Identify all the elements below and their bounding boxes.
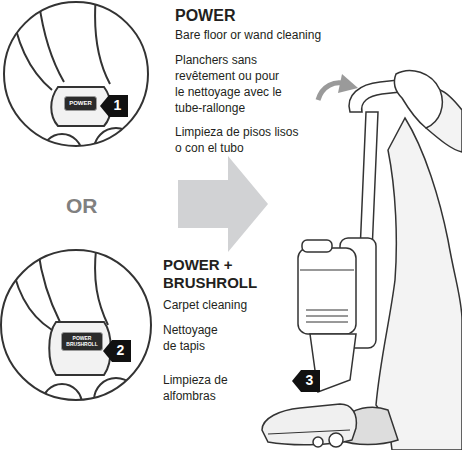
callout-number: 3 xyxy=(306,373,314,388)
hand xyxy=(394,71,442,128)
callout-number: 1 xyxy=(100,95,128,117)
vent xyxy=(306,310,348,311)
mode-heading: POWER + BRUSHROLL xyxy=(163,256,273,292)
french-description: Nettoyage de tapis xyxy=(163,322,229,354)
wheel xyxy=(329,433,343,447)
mode-description: Carpet cleaning xyxy=(163,297,293,313)
callout-tag-shape xyxy=(292,370,320,392)
vent xyxy=(306,316,348,317)
body-line xyxy=(10,250,52,330)
wand xyxy=(360,112,378,252)
handle xyxy=(349,80,400,112)
body-line xyxy=(10,0,52,90)
zoom-circle xyxy=(4,2,148,146)
wheel xyxy=(94,378,138,422)
or-separator: OR xyxy=(66,194,126,218)
spanish-description: Limpieza de pisos lisos o con el tubo xyxy=(175,124,303,156)
tilt-arrow-head xyxy=(338,74,358,93)
mode-description: Bare floor or wand cleaning xyxy=(175,27,375,43)
zoom-ground xyxy=(1,250,151,400)
body-line xyxy=(38,0,64,82)
zoom-detail xyxy=(4,0,148,174)
direction-arrow xyxy=(178,156,268,252)
dust-cup xyxy=(298,248,356,334)
callout-number: 2 xyxy=(103,340,131,362)
zoom-circle xyxy=(1,250,151,400)
zoom-detail xyxy=(1,250,151,424)
cup-handle xyxy=(302,240,332,252)
button-housing xyxy=(49,322,111,375)
callout-tag-shape xyxy=(100,95,128,117)
mode-heading: POWER xyxy=(175,6,315,25)
zoom-ground xyxy=(4,2,148,146)
wheel xyxy=(42,384,82,424)
vent xyxy=(306,322,348,323)
spanish-description: Limpieza de alfombras xyxy=(163,372,253,404)
callout-number: 1 xyxy=(114,98,122,113)
button-label: POWER xyxy=(69,100,92,107)
cup-line xyxy=(300,269,354,270)
french-description: Planchers sans revêtement ou pour le net… xyxy=(175,52,285,116)
body-line xyxy=(95,250,108,325)
leg xyxy=(376,118,462,450)
callout-tag-shape xyxy=(103,340,131,362)
power-brushroll-button: POWERBRUSHROLL xyxy=(61,332,103,351)
callout-number: 3 xyxy=(292,370,320,392)
body-line xyxy=(38,250,60,322)
body-line xyxy=(95,0,110,84)
button-label: BRUSHROLL xyxy=(66,342,97,348)
wheel xyxy=(313,437,323,447)
power-button: POWER xyxy=(64,96,97,111)
callout-number: 2 xyxy=(117,343,125,358)
